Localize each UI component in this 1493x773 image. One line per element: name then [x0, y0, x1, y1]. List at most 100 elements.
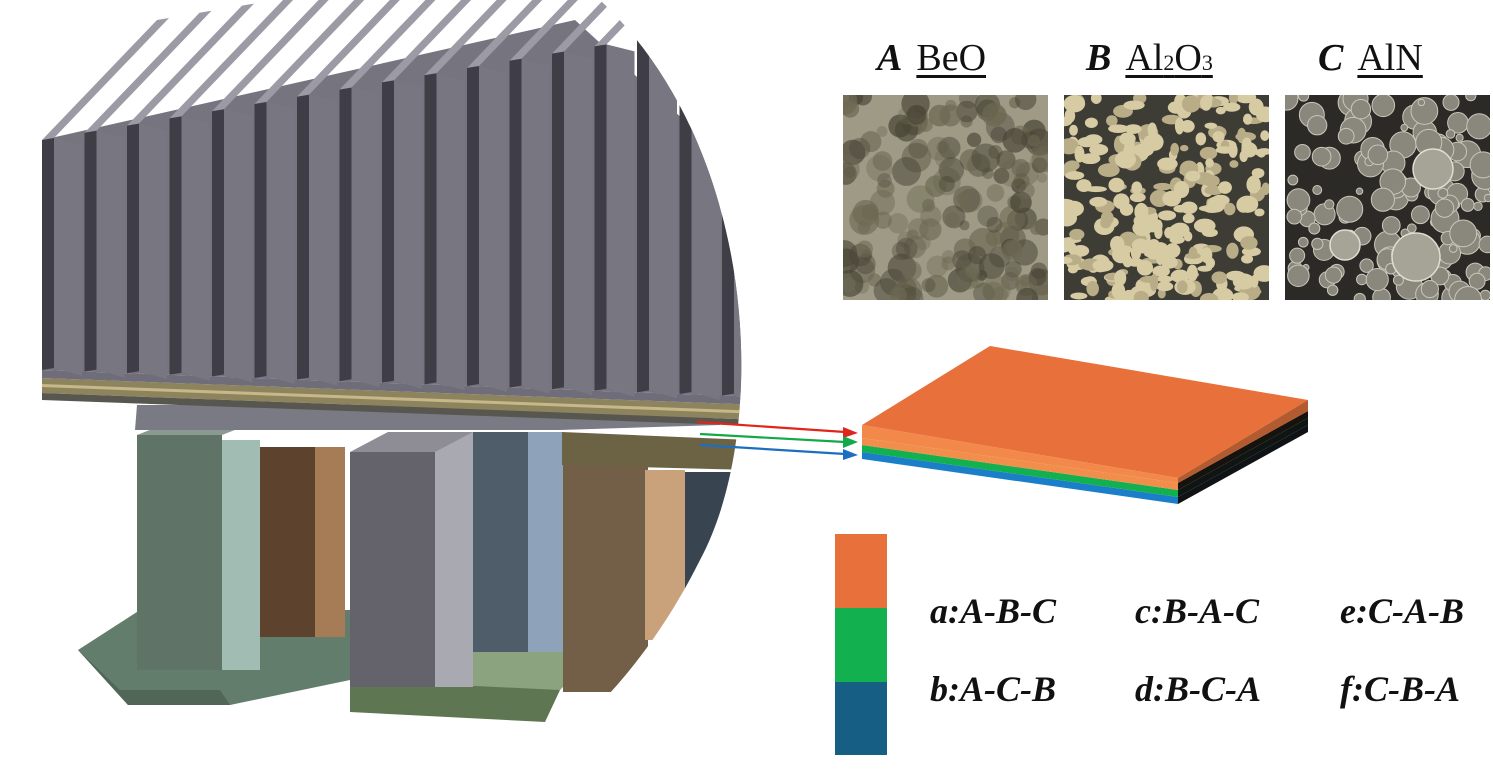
- grain: [1064, 160, 1080, 171]
- fin-front: [339, 87, 352, 382]
- grain: [1336, 195, 1364, 223]
- grain: [1180, 120, 1195, 133]
- grain: [1069, 228, 1085, 240]
- grain: [1186, 264, 1198, 282]
- grain: [1229, 160, 1239, 168]
- grain: [1285, 95, 1299, 111]
- fin-front: [254, 102, 267, 378]
- grain: [1353, 292, 1366, 300]
- grain: [843, 139, 866, 165]
- grain: [1466, 113, 1490, 140]
- grain: [1294, 143, 1311, 161]
- grain: [1131, 181, 1143, 195]
- grain: [1129, 192, 1146, 203]
- grain: [892, 157, 921, 186]
- grain: [992, 286, 1008, 300]
- pillar-2-front: [260, 447, 315, 637]
- grain: [1092, 259, 1114, 272]
- grain: [1232, 273, 1255, 290]
- grain: [1182, 213, 1195, 224]
- grain: [1359, 258, 1374, 273]
- grain: [1002, 128, 1028, 153]
- powder-letter-c: C: [1318, 37, 1344, 79]
- grain: [1201, 228, 1218, 238]
- grain: [1067, 265, 1079, 274]
- grain: [1199, 293, 1219, 300]
- grain: [888, 114, 912, 138]
- grain: [849, 205, 880, 235]
- grain: [926, 136, 951, 161]
- grain: [1173, 204, 1189, 213]
- grain: [1406, 223, 1417, 234]
- grain: [1200, 247, 1213, 264]
- grain: [860, 131, 882, 153]
- grain: [919, 218, 942, 241]
- grain: [1286, 188, 1311, 213]
- grain: [877, 173, 892, 188]
- powder-letter-a: A: [877, 37, 903, 79]
- grain: [1133, 214, 1152, 228]
- grain: [998, 159, 1027, 188]
- pillar-4-front: [473, 432, 528, 652]
- grain: [1030, 150, 1048, 173]
- powder-name-beo: BeO: [916, 37, 987, 79]
- grain: [843, 277, 856, 293]
- fin-front: [169, 116, 182, 375]
- grain: [1371, 95, 1396, 118]
- fin-top: [679, 0, 742, 32]
- grain: [1312, 185, 1323, 195]
- grain: [1064, 239, 1071, 253]
- grain: [1469, 151, 1490, 179]
- grain: [1164, 227, 1175, 239]
- grain: [1124, 124, 1142, 134]
- grain: [1350, 98, 1372, 120]
- pillar-5-front: [563, 462, 648, 692]
- grain: [939, 104, 962, 127]
- grain: [1080, 153, 1101, 165]
- grain: [843, 99, 860, 118]
- grain: [908, 138, 929, 159]
- grain: [1185, 170, 1201, 182]
- grain: [1158, 210, 1177, 221]
- fin-side: [649, 37, 677, 399]
- grain: [1337, 127, 1355, 145]
- fin-side: [606, 44, 635, 397]
- fin-top: [467, 0, 594, 68]
- grain: [1084, 117, 1098, 128]
- stack-code-c: c:B-A-C: [1135, 591, 1259, 631]
- grain: [1478, 235, 1490, 254]
- grain: [1437, 187, 1449, 199]
- grain: [1381, 216, 1401, 235]
- grain: [1133, 238, 1147, 249]
- fin-side: [564, 51, 592, 396]
- fin-top: [722, 0, 742, 25]
- grain: [1018, 182, 1035, 199]
- grain: [981, 275, 1011, 300]
- grain: [1420, 279, 1439, 299]
- fin-top: [84, 10, 212, 133]
- grain: [1064, 95, 1086, 113]
- grain: [1297, 95, 1310, 102]
- grain: [906, 104, 927, 125]
- grain: [901, 260, 922, 281]
- grain: [1004, 266, 1020, 282]
- grain: [1483, 193, 1490, 203]
- powder-label-a: A BeO: [877, 36, 986, 80]
- grain: [1434, 198, 1455, 218]
- fin-side: [734, 22, 742, 402]
- grain: [1473, 201, 1483, 212]
- grain: [1146, 244, 1161, 260]
- grain: [1246, 175, 1261, 194]
- grain: [1188, 246, 1198, 259]
- fin-side: [521, 58, 550, 394]
- grain: [971, 143, 1001, 173]
- grain: [1119, 132, 1136, 146]
- grain: [1037, 172, 1048, 183]
- grain: [1001, 271, 1020, 291]
- grain: [853, 95, 873, 106]
- grain: [1170, 269, 1190, 283]
- fin-front: [594, 44, 607, 391]
- grain: [956, 192, 969, 206]
- grain: [1454, 285, 1482, 300]
- grain: [1173, 181, 1190, 198]
